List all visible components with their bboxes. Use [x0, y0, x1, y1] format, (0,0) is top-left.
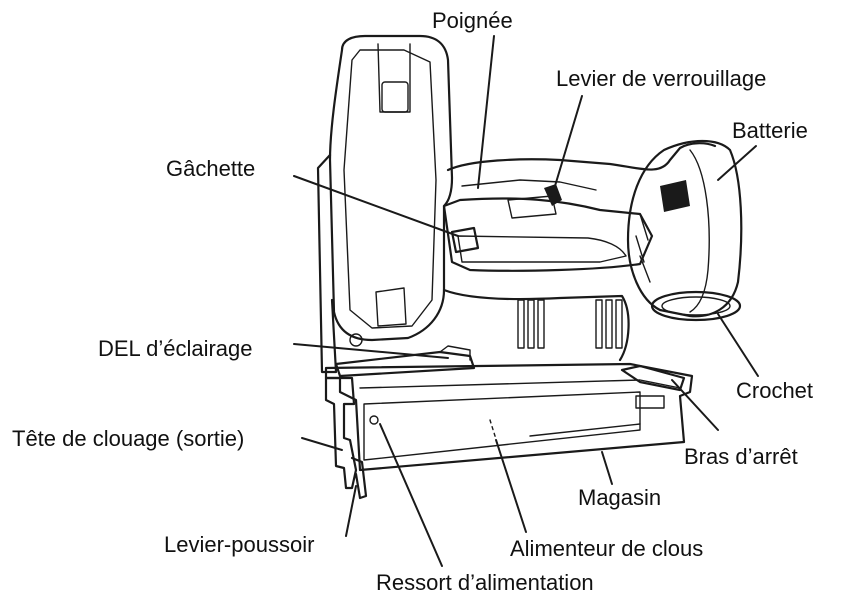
label-ressort-alimentation: Ressort d’alimentation	[376, 570, 594, 595]
leader-crochet	[718, 314, 758, 376]
magazine-slide	[530, 424, 640, 436]
label-levier-poussoir: Levier-poussoir	[164, 532, 314, 557]
label-crochet: Crochet	[736, 378, 813, 403]
label-magasin: Magasin	[578, 485, 661, 510]
label-gachette: Gâchette	[166, 156, 255, 181]
leader-lines	[294, 36, 758, 566]
leader-bras	[672, 380, 718, 430]
trigger	[452, 228, 478, 252]
leader-magasin	[602, 452, 612, 484]
led-screw	[350, 334, 362, 346]
vent-left	[518, 300, 544, 348]
led-housing	[336, 352, 474, 376]
feed-spring-screw	[370, 416, 378, 424]
label-del-eclairage: DEL d’éclairage	[98, 336, 253, 361]
label-poignee: Poignée	[432, 8, 513, 33]
leader-del	[294, 344, 448, 358]
handle-inner-rib	[344, 50, 436, 328]
label-alimenteur-clous: Alimenteur de clous	[510, 536, 703, 561]
label-batterie: Batterie	[732, 118, 808, 143]
leader-levier-verrouillage	[552, 96, 582, 196]
leader-poignee	[478, 36, 494, 188]
handle-lower-pad	[376, 288, 406, 326]
labels: Poignée Levier de verrouillage Batterie …	[12, 8, 813, 595]
label-bras-arret: Bras d’arrêt	[684, 444, 798, 469]
label-tete-clouage: Tête de clouage (sortie)	[12, 426, 244, 451]
battery-inner-edge	[690, 150, 709, 312]
magazine-rail	[360, 380, 680, 388]
drive-head	[326, 378, 356, 488]
body-top-frame	[448, 143, 715, 170]
battery-release	[660, 180, 690, 212]
handle-window	[382, 82, 408, 112]
leader-ressort	[380, 424, 442, 566]
leader-alimenteur	[496, 440, 526, 532]
trigger-guard-inner	[458, 236, 626, 262]
handle-groove	[378, 44, 410, 112]
vent-right	[596, 300, 622, 348]
leader-levier-poussoir	[346, 486, 356, 536]
label-levier-verrouillage: Levier de verrouillage	[556, 66, 766, 91]
body-top-rib	[462, 180, 596, 190]
